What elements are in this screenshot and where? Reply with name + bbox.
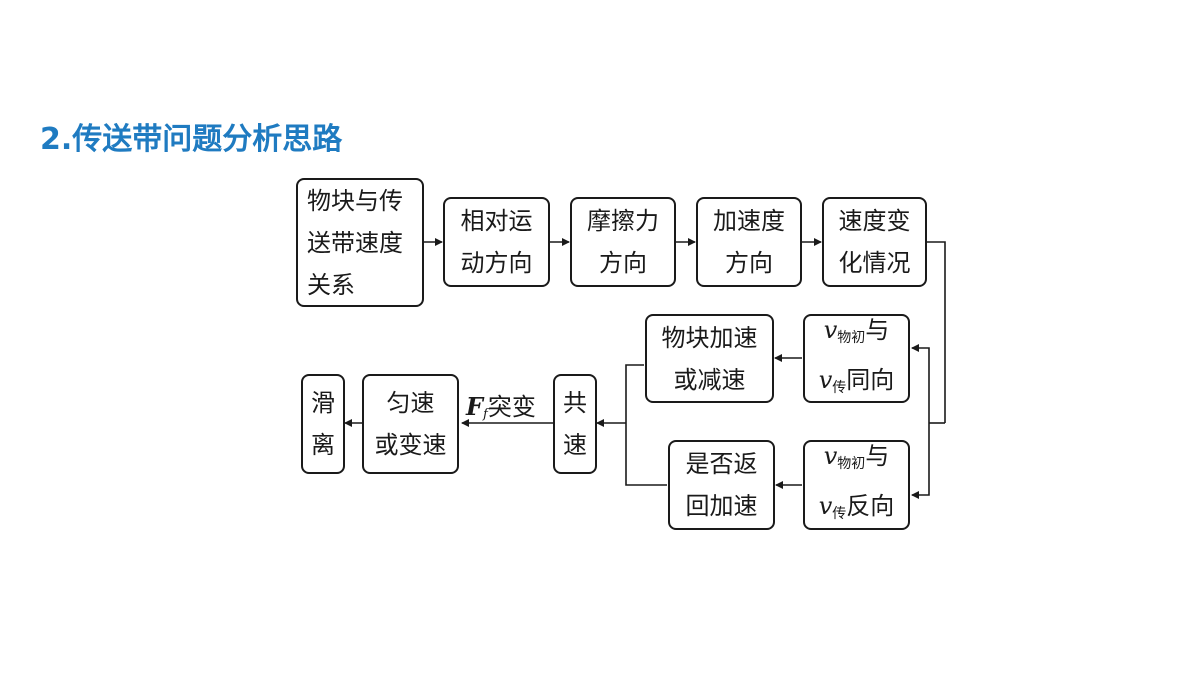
box-acceleration: 加速度 方向	[696, 197, 802, 287]
box-friction: 摩擦力 方向	[570, 197, 676, 287]
box-relation: 物块与传 送带速度 关系	[296, 178, 424, 307]
arrow-to-same-dir	[911, 344, 930, 423]
box-opposite-direction: v物初与 v传反向	[803, 440, 910, 530]
box-velocity-change: 速度变 化情况	[822, 197, 927, 287]
arrow-to-opp-dir	[911, 423, 930, 499]
box-return-accel: 是否返 回加速	[668, 440, 775, 530]
page-title: 2.传送带问题分析思路	[40, 122, 343, 157]
box-same-direction: v物初与 v传同向	[803, 314, 910, 403]
box-slide-off: 滑 离	[301, 374, 345, 474]
box-relative-motion: 相对运 动方向	[443, 197, 550, 287]
box-uniform-or-variable: 匀速 或变速	[362, 374, 459, 474]
edge-label-friction-change: Ff突变	[466, 392, 536, 422]
box-accel-or-decel: 物块加速 或减速	[645, 314, 774, 403]
connector-velocity-right	[927, 241, 946, 423]
box-common-speed: 共 速	[553, 374, 597, 474]
connector-merge	[625, 364, 667, 486]
